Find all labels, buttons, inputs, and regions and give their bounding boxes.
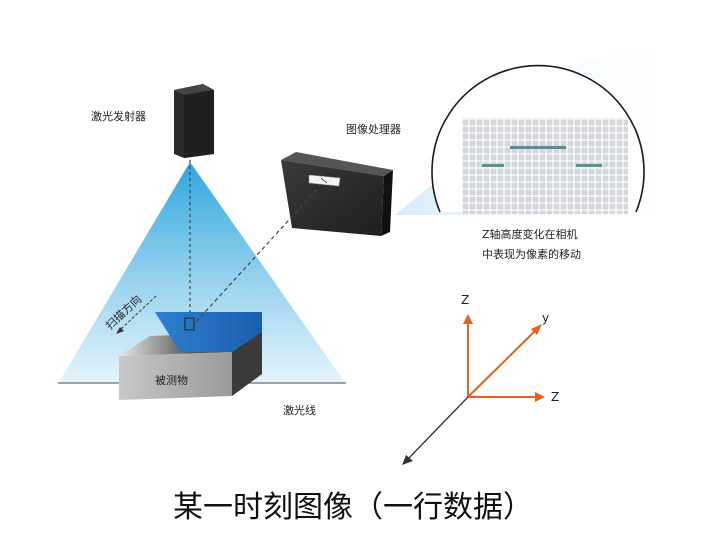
axis-y-arrowhead	[531, 324, 542, 335]
axis-z-horizontal-arrowhead	[535, 392, 545, 402]
laser-beam	[58, 162, 346, 384]
figure-caption: 某一时刻图像（一行数据）	[173, 490, 533, 525]
object-label: 被测物	[155, 373, 188, 387]
scan-direction-arrow	[119, 295, 157, 331]
axis-x-diagonal-arrowhead	[402, 455, 413, 465]
axis-x-diagonal	[407, 396, 469, 460]
axis-z-vertical-arrowhead	[463, 314, 473, 324]
coordinate-axes	[402, 314, 545, 465]
emitter-label: 激光发射器	[91, 109, 146, 123]
axis-y	[467, 329, 537, 398]
measured-object	[119, 312, 262, 400]
camera-sight-line	[195, 187, 319, 323]
axis-y-label: y	[542, 311, 549, 325]
object-front-face	[119, 352, 232, 400]
object-right-face	[232, 332, 262, 396]
pixel-segment-left	[482, 164, 504, 167]
axis-z-right-label: Z	[551, 390, 559, 404]
laser-line-label: 激光线	[283, 403, 316, 417]
image-processor	[281, 152, 393, 236]
laser-emitter	[174, 84, 214, 158]
pixel-segment-right	[576, 164, 602, 167]
scan-direction-arrowhead	[116, 327, 124, 334]
pixel-segment-middle	[510, 146, 566, 149]
processor-label: 图像处理器	[346, 123, 401, 136]
axis-z-up-label: Z	[461, 293, 469, 307]
note-line-2: 中表现为像素的移动	[482, 247, 581, 261]
note-line-1: Z轴高度变化在相机	[482, 227, 578, 241]
camera-view	[431, 64, 645, 214]
laser-hit-marker	[184, 317, 195, 331]
